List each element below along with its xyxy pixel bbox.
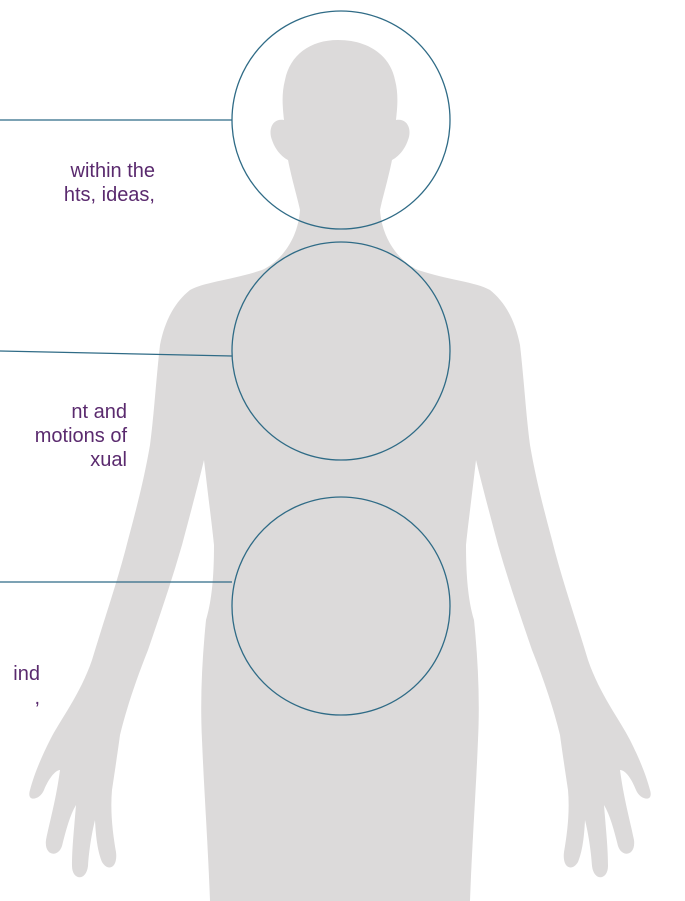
head-annotation: within the hts, ideas, [0, 159, 155, 207]
chest-annotation-line-3: xual [0, 448, 127, 472]
chest-annotation: nt and motions of xual [0, 400, 127, 472]
head-annotation-line-2: hts, ideas, [0, 183, 155, 207]
abdomen-annotation: ind , [0, 662, 40, 710]
head-annotation-line-1: within the [0, 159, 155, 183]
abdomen-annotation-line-1: ind [0, 662, 40, 686]
chest-annotation-line-1: nt and [0, 400, 127, 424]
abdomen-annotation-line-2: , [0, 686, 40, 710]
chest-annotation-line-2: motions of [0, 424, 127, 448]
